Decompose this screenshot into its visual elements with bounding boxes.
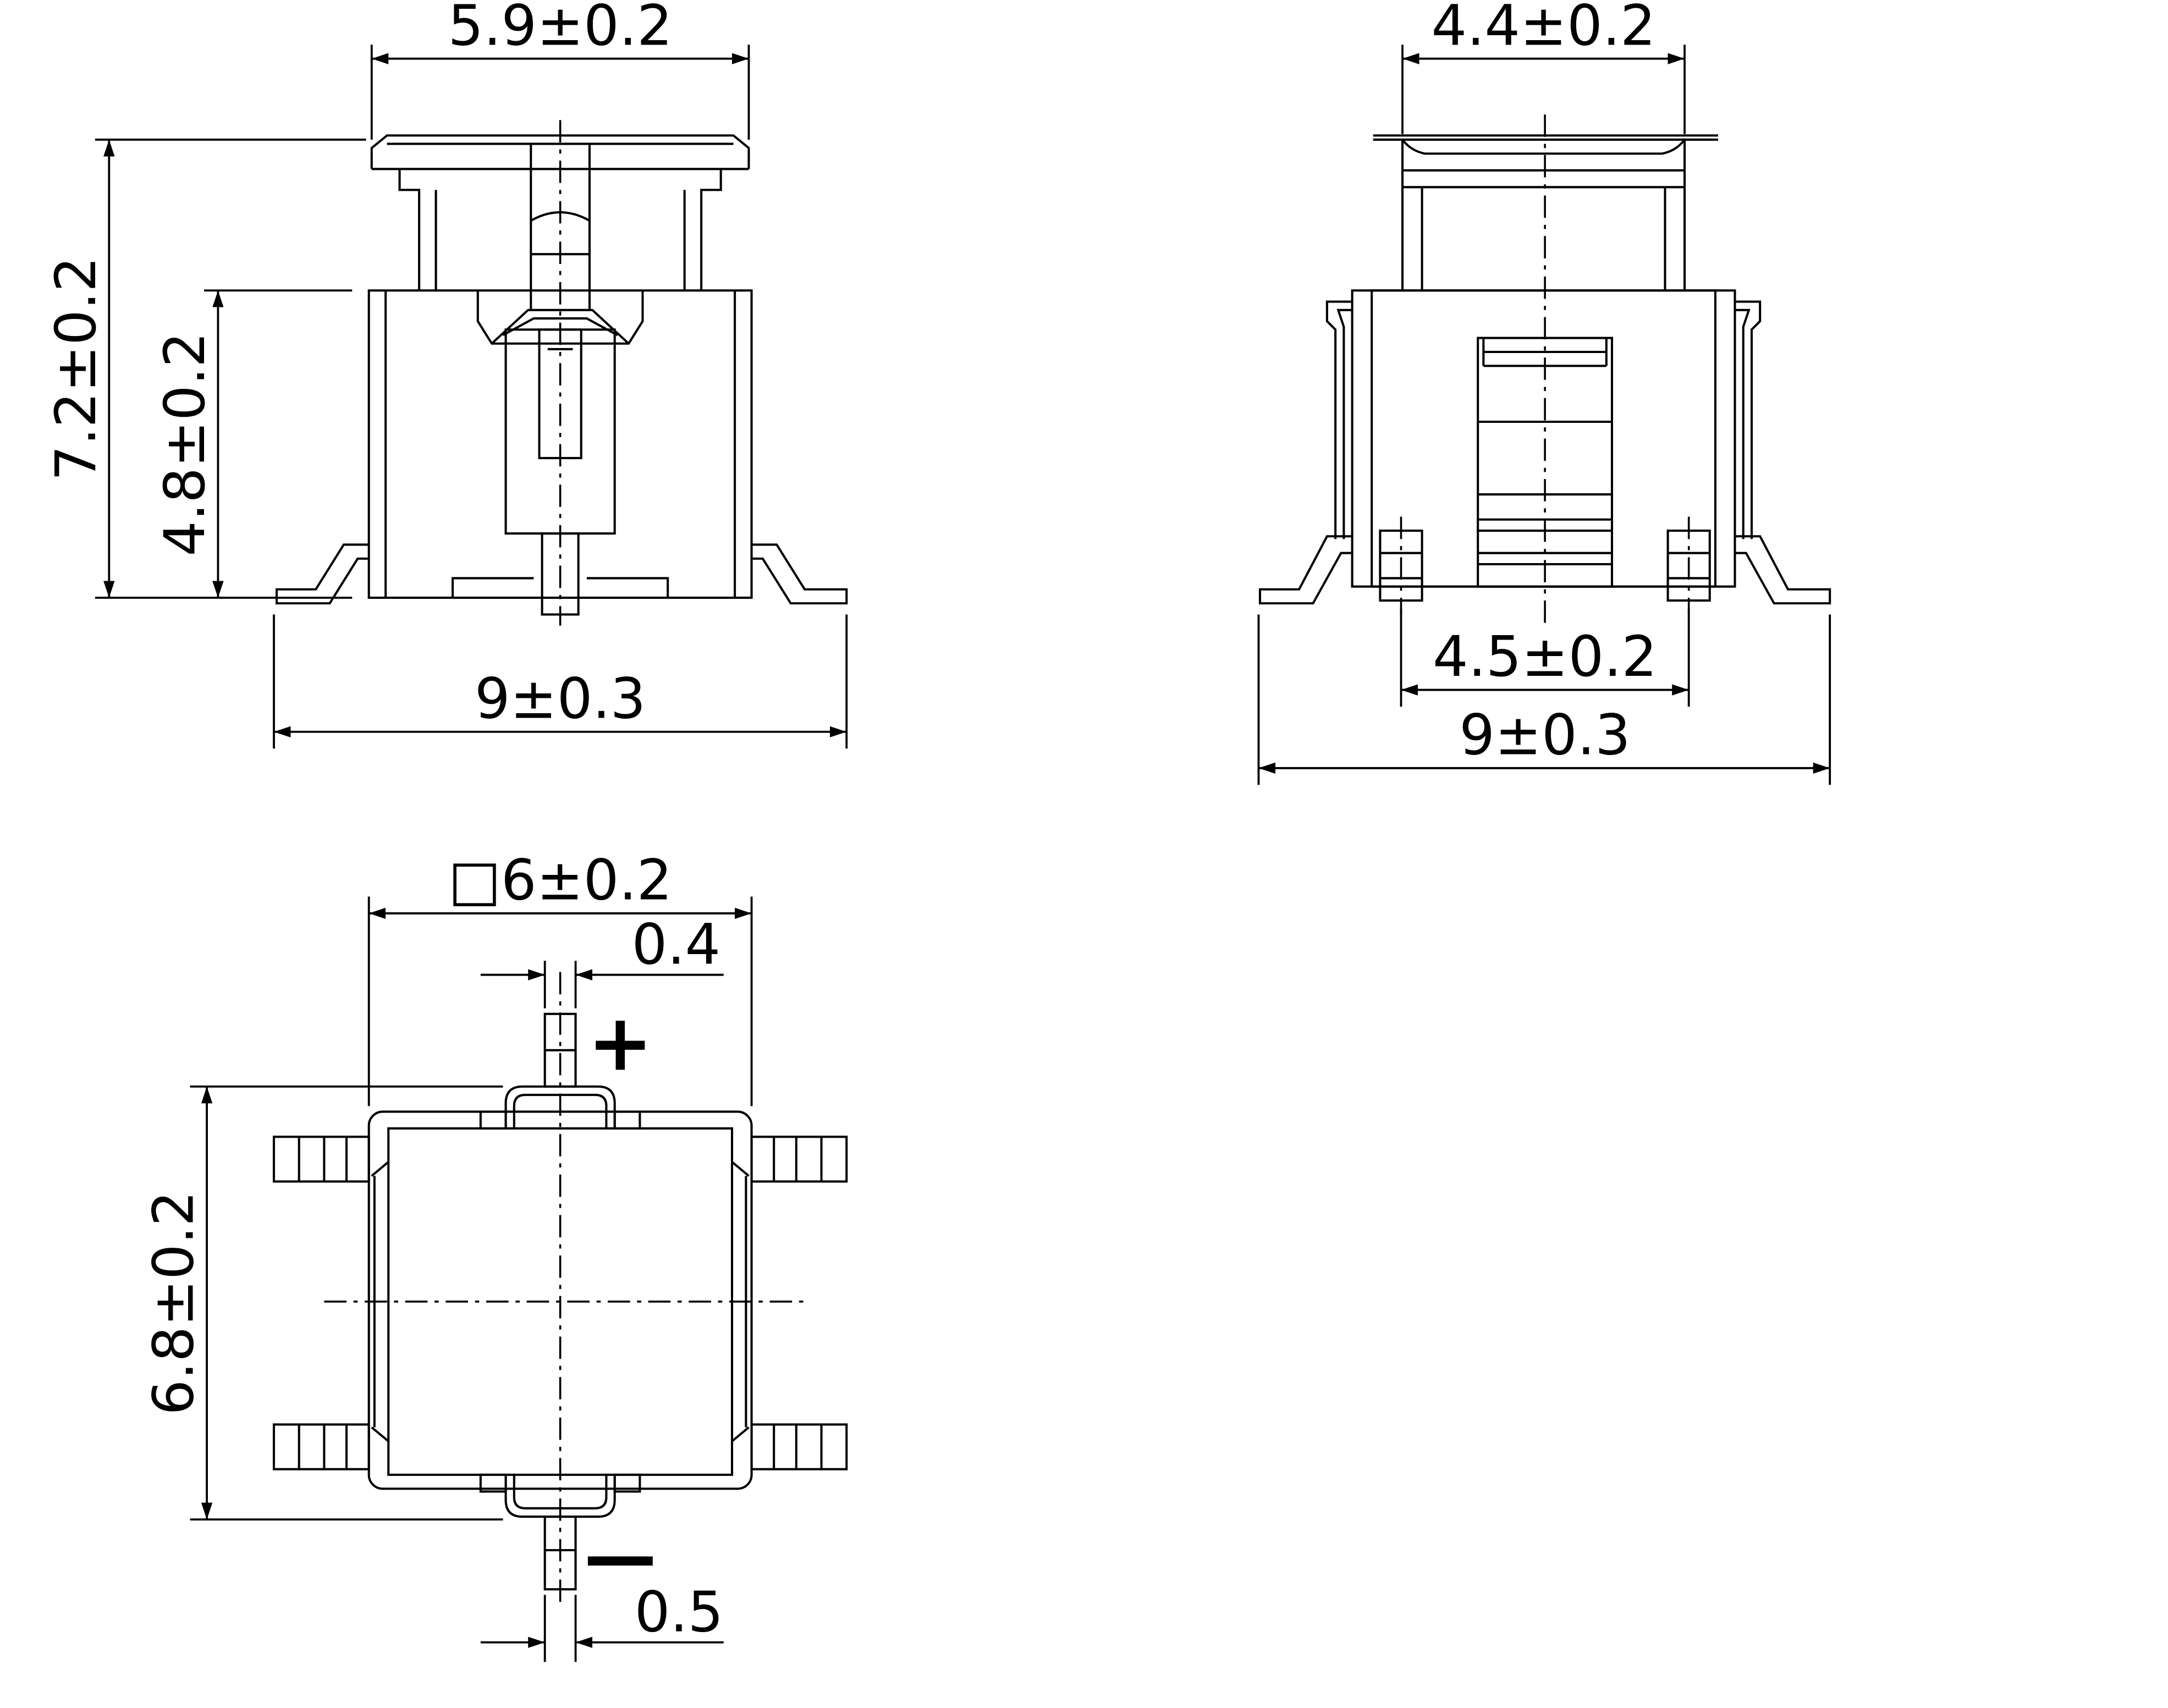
side-view: 4.4±0.2 4.5±0.2 9±0.3: [1257, 0, 1831, 785]
front-total-height-label: 7.2±0.2: [43, 256, 108, 481]
bottom-pin-width-label: 0.5: [635, 1579, 724, 1644]
top-view-outline: [272, 972, 848, 1606]
plus-polarity-mark: +: [587, 997, 653, 1088]
front-body-height-label: 4.8±0.2: [152, 332, 217, 557]
top-view: + — □6±0.2 0.4 6.8±0.2 0.5: [141, 848, 848, 1662]
top-body-square-label: □6±0.2: [448, 848, 672, 913]
top-body-length-label: 6.8±0.2: [141, 1191, 206, 1415]
side-top-width-label: 4.4±0.2: [1431, 0, 1655, 58]
top-pin-width-label: 0.4: [632, 912, 721, 977]
minus-polarity-mark: —: [584, 1514, 657, 1599]
side-pin-pitch-label: 4.5±0.2: [1433, 624, 1657, 689]
side-view-outline: [1258, 114, 1831, 623]
front-top-width-label: 5.9±0.2: [448, 0, 673, 58]
front-view: 5.9±0.2 7.2±0.2 4.8±0.2 9±0.3: [43, 0, 848, 749]
top-view-dimensions: □6±0.2 0.4 6.8±0.2 0.5: [141, 848, 753, 1662]
side-lead-span-label: 9±0.3: [1459, 702, 1630, 767]
front-lead-span-label: 9±0.3: [475, 666, 646, 731]
polarity-markings: + —: [584, 997, 657, 1599]
front-view-dimensions: 5.9±0.2 7.2±0.2 4.8±0.2 9±0.3: [43, 0, 848, 749]
front-view-outline: [276, 120, 848, 626]
side-view-dimensions: 4.4±0.2 4.5±0.2 9±0.3: [1257, 0, 1831, 785]
